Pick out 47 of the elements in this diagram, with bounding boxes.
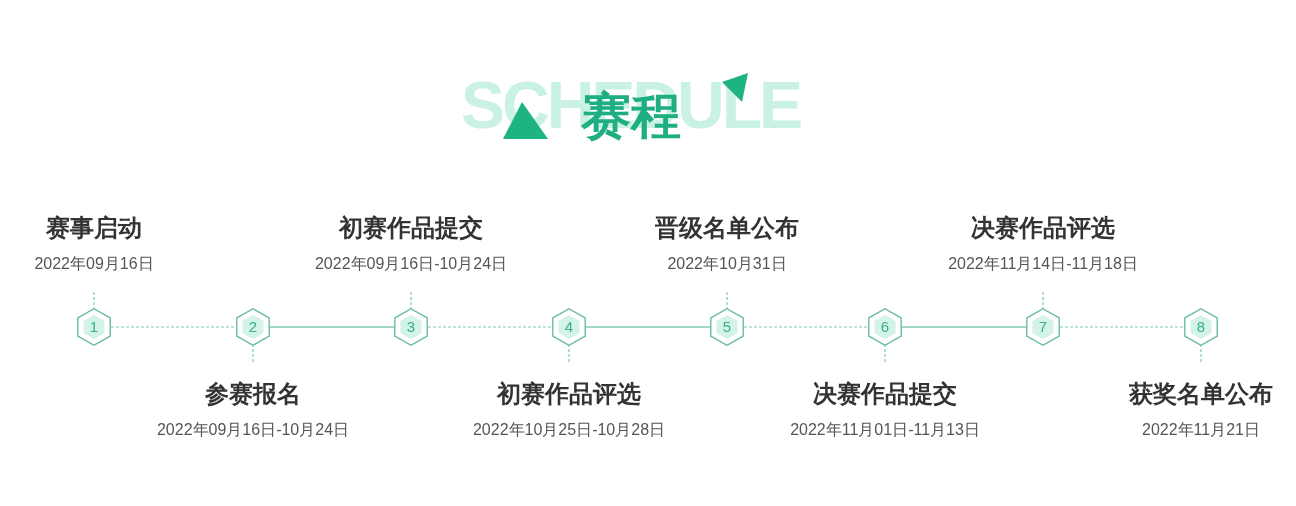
leader-line [252, 345, 254, 363]
step-number: 5 [722, 319, 732, 335]
hexagon-node [1184, 308, 1218, 346]
hexagon-node [710, 308, 744, 346]
stage-title: 决赛作品评选 [971, 213, 1115, 243]
leader-line [1042, 291, 1044, 309]
stage-date: 2022年09月16日-10月24日 [314, 254, 508, 274]
leader-line [93, 291, 95, 309]
stage-date: 2022年11月21日 [1142, 420, 1260, 440]
step-number: 4 [564, 319, 574, 335]
leader-line [1200, 345, 1202, 363]
hexagon-node [236, 308, 270, 346]
leader-line [884, 345, 886, 363]
step-number: 3 [406, 319, 416, 335]
stage-title: 初赛作品评选 [497, 379, 641, 409]
stage-date: 2022年09月16日 [34, 254, 154, 274]
stage-title: 获奖名单公布 [1129, 379, 1273, 409]
stage-title: 决赛作品提交 [813, 379, 957, 409]
leader-line [726, 291, 728, 309]
step-number: 1 [89, 319, 99, 335]
leader-line [568, 345, 570, 363]
connector-line [901, 326, 1027, 328]
hexagon-node [77, 308, 111, 346]
hexagon-node [552, 308, 586, 346]
connector-line [585, 326, 711, 328]
step-number: 6 [880, 319, 890, 335]
stage-date: 2022年10月31日 [667, 254, 787, 274]
stage-title: 晋级名单公布 [655, 213, 799, 243]
connector-line [1059, 326, 1185, 328]
step-number: 2 [248, 319, 258, 335]
stage-title: 参赛报名 [205, 379, 301, 409]
hexagon-node [1026, 308, 1060, 346]
stage-date: 2022年11月14日-11月18日 [948, 254, 1138, 274]
stage-title: 赛事启动 [46, 213, 142, 243]
stage-date: 2022年09月16日-10月24日 [156, 420, 350, 440]
stage-title: 初赛作品提交 [339, 213, 483, 243]
leader-line [410, 291, 412, 309]
hexagon-node [394, 308, 428, 346]
step-number: 8 [1196, 319, 1206, 335]
connector-line [427, 326, 553, 328]
stage-date: 2022年11月01日-11月13日 [790, 420, 980, 440]
connector-line [110, 326, 237, 328]
connector-line [269, 326, 395, 328]
connector-line [743, 326, 869, 328]
step-number: 7 [1038, 319, 1048, 335]
stage-date: 2022年10月25日-10月28日 [472, 420, 666, 440]
hexagon-node [868, 308, 902, 346]
